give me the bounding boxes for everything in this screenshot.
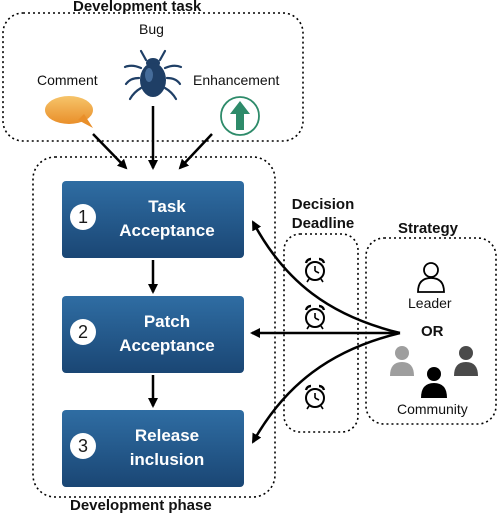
patch-acceptance-box bbox=[62, 296, 244, 373]
enhancement-icon bbox=[220, 96, 260, 136]
step-line: Task bbox=[148, 197, 186, 216]
development-task-title: Development task bbox=[73, 0, 202, 15]
enhancement-label: Enhancement bbox=[193, 72, 280, 88]
leader-label: Leader bbox=[408, 295, 452, 311]
decision-deadline-container bbox=[283, 233, 359, 433]
development-phase-title: Development phase bbox=[70, 497, 212, 514]
community-person-icon bbox=[390, 346, 414, 376]
deadline-line: Deadline bbox=[291, 215, 355, 232]
community-person-icon bbox=[454, 346, 478, 376]
community-person-icon bbox=[421, 367, 447, 398]
deadline-line: Decision bbox=[291, 196, 355, 213]
step-number-badge: 1 bbox=[70, 204, 96, 230]
or-label: OR bbox=[421, 323, 444, 340]
comment-label: Comment bbox=[37, 72, 98, 88]
patch-acceptance-label: Patch Acceptance bbox=[92, 310, 242, 358]
comment-icon bbox=[45, 96, 93, 128]
enhancement-to-task-arrow bbox=[178, 133, 213, 170]
leader-person-icon bbox=[417, 262, 445, 293]
step-number-badge: 3 bbox=[70, 433, 96, 459]
bug-icon bbox=[123, 49, 183, 101]
decision-arrow-task bbox=[251, 220, 401, 335]
task-acceptance-label: Task Acceptance bbox=[92, 195, 242, 243]
decision-deadline-title: Decision Deadline bbox=[283, 195, 363, 233]
alarm-clock-icon bbox=[304, 304, 326, 330]
development-phase-container bbox=[32, 156, 276, 498]
step-line: Release bbox=[134, 426, 200, 445]
step-line: Patch bbox=[143, 312, 191, 331]
alarm-clock-icon bbox=[304, 257, 326, 283]
step-line: inclusion bbox=[129, 450, 205, 469]
release-inclusion-label: Release inclusion bbox=[92, 424, 242, 472]
alarm-clock-icon bbox=[304, 384, 326, 410]
step-line: Acceptance bbox=[119, 221, 215, 240]
step-number-badge: 2 bbox=[70, 319, 96, 345]
comment-to-task-arrow bbox=[92, 133, 128, 170]
community-label: Community bbox=[397, 401, 468, 417]
step-line: Acceptance bbox=[119, 336, 215, 355]
strategy-title: Strategy bbox=[398, 220, 459, 237]
task-acceptance-box bbox=[62, 181, 244, 258]
strategy-container bbox=[365, 237, 497, 425]
decision-arrow-release bbox=[251, 331, 401, 444]
bug-label: Bug bbox=[139, 21, 164, 37]
release-inclusion-box bbox=[62, 410, 244, 487]
